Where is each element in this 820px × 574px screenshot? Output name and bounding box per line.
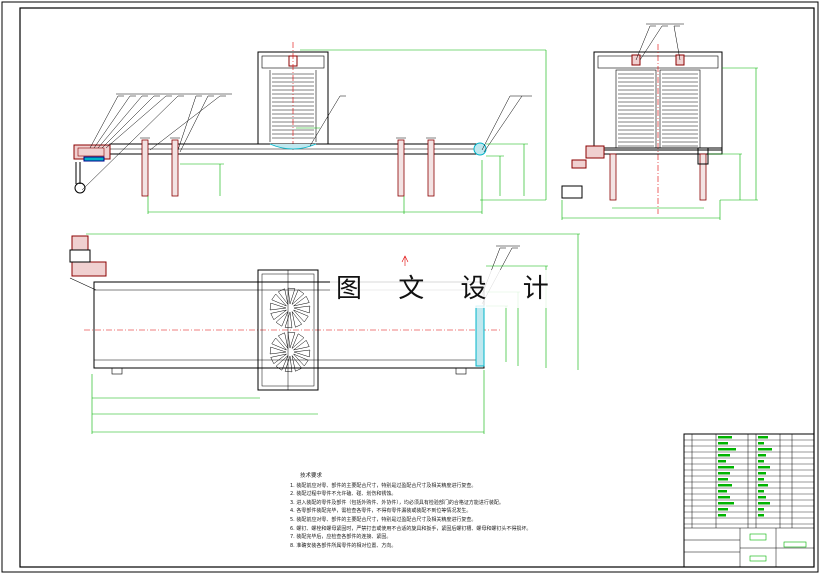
note-line: 3. 进入装配的零件及部件（包括外购件、外协件），均必须具有检验部门的合格证方能… bbox=[290, 499, 504, 506]
inner-frame bbox=[19, 7, 815, 568]
note-line: 6. 螺钉、螺栓和螺母紧固时，严禁打击或使用不合适的旋具和扳手，紧固后螺钉槽、螺… bbox=[290, 525, 532, 532]
technical-notes: 技术要求 1. 装配前应对零、部件的主要配合尺寸，特别是过盈配合尺寸及相关精度进… bbox=[290, 472, 550, 550]
note-line: 1. 装配前应对零、部件的主要配合尺寸，特别是过盈配合尺寸及相关精度进行复查。 bbox=[290, 482, 477, 489]
front-view bbox=[73, 42, 547, 214]
watermark-text: 图 文 设 计 bbox=[330, 270, 569, 308]
note-line: 5. 装配前应对零、部件的主要配合尺寸，特别是过盈配合尺寸及相关精度进行复查。 bbox=[290, 516, 477, 523]
notes-title: 技术要求 bbox=[300, 473, 323, 479]
fan-bottom bbox=[269, 331, 311, 373]
note-line: 8. 准确安装各部件所属零件的相对位置、方向。 bbox=[290, 542, 397, 549]
note-line: 2. 装配过程中零件不允许磕、碰、划伤和锈蚀。 bbox=[290, 491, 397, 498]
fan-top bbox=[269, 287, 311, 329]
title-block bbox=[683, 433, 815, 568]
side-view bbox=[561, 23, 758, 220]
note-line: 4. 各零部件装配完毕，需检查各零件，不得有零件漏装或装配不到位等情况发生。 bbox=[290, 508, 472, 515]
note-line: 7. 装配完毕后，应检查各部件的连接、紧固。 bbox=[290, 534, 392, 541]
plan-view bbox=[69, 233, 580, 434]
